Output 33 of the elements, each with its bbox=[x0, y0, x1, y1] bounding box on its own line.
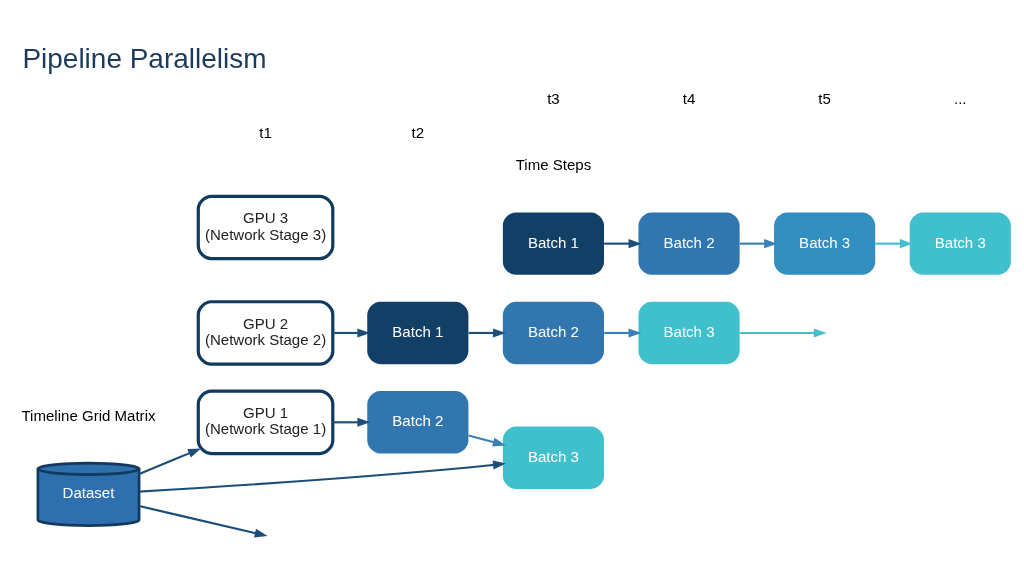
node-box: Batch 2 bbox=[638, 211, 740, 275]
arrow bbox=[468, 327, 506, 337]
label: t5 bbox=[818, 89, 831, 107]
node-box: Batch 2 bbox=[502, 301, 604, 364]
arrow bbox=[739, 327, 827, 337]
arrow bbox=[139, 460, 506, 493]
label: Time Steps bbox=[515, 155, 592, 173]
node-box: GPU 3 (Network Stage 3) bbox=[196, 194, 335, 260]
label: ... bbox=[953, 89, 967, 107]
node-box: GPU 1 (Network Stage 1) bbox=[196, 388, 335, 455]
node-box: GPU 2 (Network Stage 2) bbox=[196, 299, 335, 366]
arrow bbox=[604, 238, 642, 248]
arrow bbox=[739, 238, 778, 248]
arrow bbox=[138, 504, 268, 537]
node-box: Batch 3 bbox=[502, 426, 604, 489]
arrow bbox=[468, 434, 506, 446]
label: t3 bbox=[547, 89, 560, 107]
label: t2 bbox=[411, 123, 425, 141]
node-box: Batch 3 bbox=[909, 211, 1011, 275]
arrow bbox=[332, 417, 371, 427]
label: t1 bbox=[259, 123, 272, 141]
arrow bbox=[875, 238, 913, 248]
arrow bbox=[138, 447, 202, 475]
label: Timeline Grid Matrix bbox=[21, 406, 156, 424]
node-box: Batch 3 bbox=[638, 301, 740, 364]
node-box: Batch 2 bbox=[367, 390, 469, 453]
arrow bbox=[332, 327, 371, 337]
node-box: Batch 3 bbox=[774, 211, 876, 275]
node-box: Batch 1 bbox=[367, 301, 469, 364]
label: t4 bbox=[682, 89, 696, 107]
arrow bbox=[604, 327, 642, 337]
diagram-title: Pipeline Parallelism bbox=[22, 42, 267, 74]
node-box: Batch 1 bbox=[502, 211, 604, 275]
